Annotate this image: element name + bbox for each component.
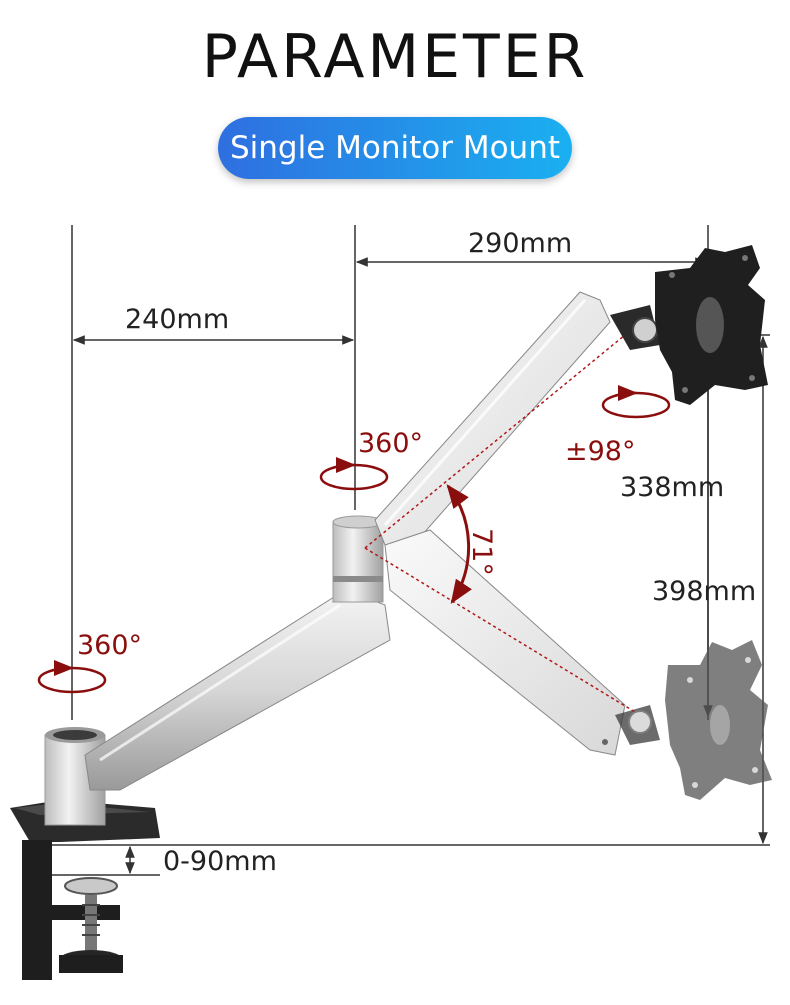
lower-arm: [84, 589, 391, 791]
elbow-rotation-label: 360°: [358, 428, 423, 459]
tilt-label: ±98°: [565, 436, 635, 467]
upper-arm-length-label: 290mm: [468, 228, 572, 259]
clamp-range-label: 0-90mm: [163, 846, 277, 877]
page-title: PARAMETER: [201, 22, 589, 92]
product-badge: Single Monitor Mount: [218, 117, 572, 179]
height-upper-label: 338mm: [620, 472, 724, 503]
elbow-joint: [332, 515, 384, 603]
upper-arm-raised: [374, 291, 611, 561]
elbow-rotate-icon: [319, 463, 389, 491]
upper-arm-lowered: [384, 529, 626, 756]
height-full-label: 398mm: [652, 576, 756, 607]
vesa-plate-bottom: [615, 640, 772, 800]
lower-arm-length-label: 240mm: [125, 304, 229, 335]
tilt-rotate-icon: [601, 391, 671, 419]
swing-angle-indicator: [364, 334, 636, 713]
desk-clamp: [10, 800, 160, 980]
vesa-plate-top: [610, 245, 768, 405]
rotation-indicators: [37, 385, 671, 694]
swing-angle-label: 71°: [466, 528, 497, 576]
base-rotation-label: 360°: [77, 630, 142, 661]
